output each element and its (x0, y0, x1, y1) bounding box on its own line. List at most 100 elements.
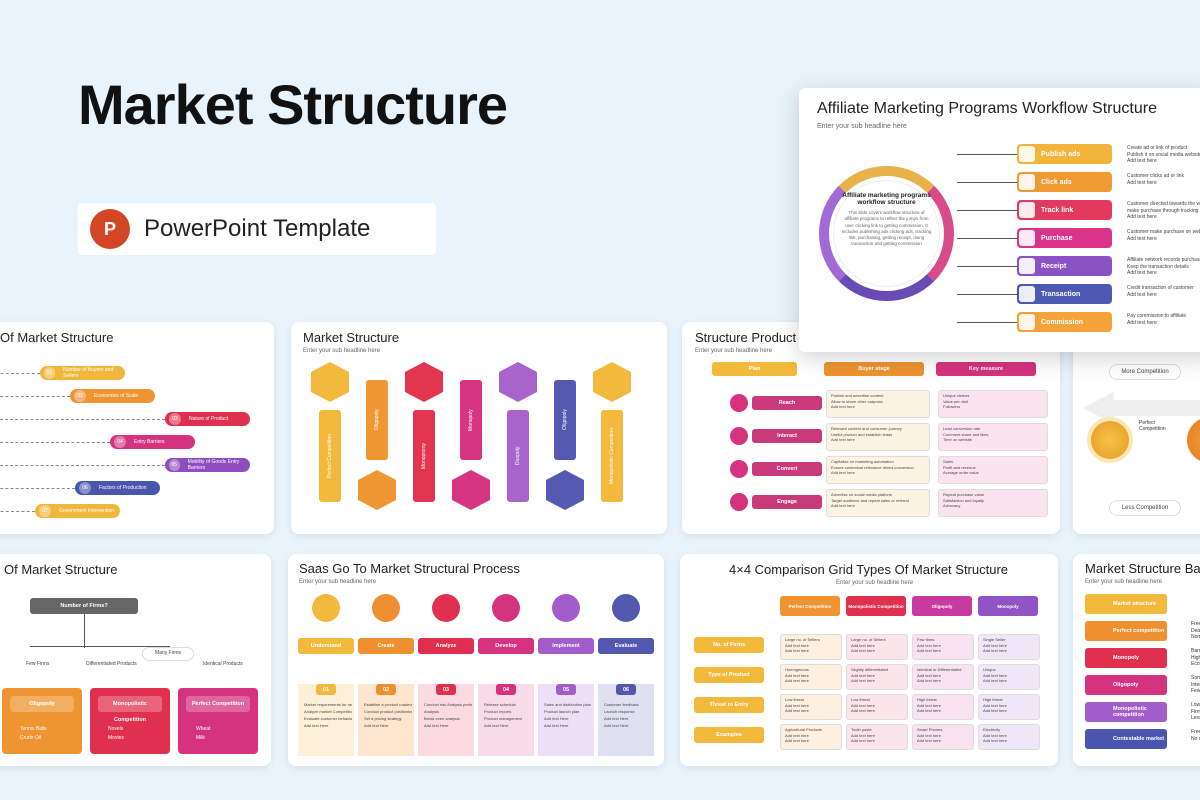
market-icon (452, 470, 490, 510)
step-item: Add text Here (544, 723, 569, 728)
structure-note: Interdepe (1191, 681, 1200, 688)
workflow-step[interactable]: Receipt (1017, 256, 1112, 276)
factor-number: 01 (44, 367, 56, 379)
step-item: Add text Here (424, 723, 449, 728)
connector-line (957, 266, 1017, 267)
cell-note: Add text here (917, 678, 941, 684)
slide-subtitle: Enter your sub headline here (1085, 579, 1163, 585)
structure-note: Economie (1191, 661, 1200, 667)
cell-note: Add text here (785, 678, 809, 684)
measure-item: Comment share and likes (943, 431, 989, 437)
measure-item: Value per visit (943, 398, 968, 404)
workflow-step-label: Transaction (1041, 290, 1081, 298)
step-note: Add text here (1127, 214, 1157, 220)
cell-note: Add text here (917, 738, 941, 744)
step-item: Add text Here (364, 723, 389, 728)
step-item: Break even analysis (424, 716, 460, 721)
cell-note: Add text here (917, 648, 941, 654)
slide-thumb-3[interactable]: Structure Product Enter your sub headlin… (682, 322, 1060, 534)
step-label: Analyze (418, 638, 474, 654)
dotted-connector (0, 465, 165, 466)
slide-subtitle: Enter your sub headline here (695, 348, 773, 354)
market-bar: Oligopoly (554, 380, 576, 460)
dotted-connector (0, 442, 110, 443)
cell-note: Add text here (851, 678, 875, 684)
cell-note: Add text here (851, 648, 875, 654)
root-node: Number of Firms? (30, 598, 138, 614)
workflow-step[interactable]: Publish ads (1017, 144, 1112, 164)
slide-title: Saas Go To Market Structural Process (299, 561, 520, 576)
market-bar: Oligopoly (366, 380, 388, 460)
slide-subtitle: Enter your sub headline here (299, 579, 377, 585)
step-note: make purchase through tracking link (1127, 207, 1200, 214)
stage-icon (730, 493, 748, 511)
grid-column-header: Oligopoly (912, 596, 972, 616)
workflow-step[interactable]: Click ads (1017, 172, 1112, 192)
stage-arrow: Engage (752, 495, 822, 509)
cell-note: Add text here (983, 702, 1007, 708)
cell-note: Add text here (917, 708, 941, 714)
identical-label: Identical Products (203, 661, 243, 667)
workflow-step[interactable]: Commission (1017, 312, 1112, 332)
factor-label: Number of Buyers and Sellers (63, 367, 114, 379)
market-icon (499, 362, 537, 402)
step-note: Keep the transaction details (1127, 263, 1189, 270)
slide-title: Market Structure Ba (1085, 561, 1200, 576)
stage-item: Publish and advertise content (831, 393, 884, 398)
market-icon (546, 470, 584, 510)
column-header: Key measure (936, 362, 1036, 376)
stage-item: Add text here (831, 503, 855, 509)
market-icon (311, 362, 349, 402)
cell-note: Add text here (851, 672, 875, 678)
workflow-step[interactable]: Track link (1017, 200, 1112, 220)
workflow-step[interactable]: Transaction (1017, 284, 1112, 304)
step-item: Analysis (424, 709, 439, 714)
structure-row: Monopoly (1085, 648, 1167, 668)
factor-label: Economies of Scale (94, 393, 139, 399)
step-item: Product reports (484, 709, 512, 714)
perfect-competition-label: Perfect Competition (1139, 420, 1166, 432)
factor-number: 03 (169, 413, 181, 425)
step-item: Product launch plan (544, 709, 580, 714)
cell-value: Smart Phones (917, 727, 943, 732)
measure-item: Repeat purchase value (943, 492, 985, 497)
cell-note: Add text here (785, 732, 809, 738)
market-icon (405, 362, 443, 402)
cell-value: High threat (917, 697, 937, 702)
slide-thumb-2[interactable]: Market Structure Enter your sub headline… (291, 322, 667, 534)
featured-slide[interactable]: Affiliate Marketing Programs Workflow St… (799, 88, 1200, 352)
step-icon (1019, 174, 1035, 190)
factor-number: 02 (74, 390, 86, 402)
step-item: Add text Here (604, 723, 629, 728)
slide-thumb-5[interactable]: Of Market Structure Number of Firms? Man… (0, 554, 271, 766)
slide-thumb-7[interactable]: 4×4 Comparison Grid Types Of Market Stru… (680, 554, 1058, 766)
slide-thumb-6[interactable]: Saas Go To Market Structural Process Ent… (288, 554, 664, 766)
slide-title: Structure Product (695, 330, 797, 345)
workflow-step-notes: Customer directed towards the websitemak… (1127, 201, 1200, 221)
measure-item: Time on website (943, 437, 972, 443)
step-item: Add text Here (484, 723, 509, 728)
workflow-step-label: Click ads (1041, 178, 1072, 186)
stage-item: Useful product and establish leads (831, 431, 893, 437)
cell-value: Few firms (917, 637, 935, 642)
workflow-step[interactable]: Purchase (1017, 228, 1112, 248)
measure-item: Advocacy (943, 503, 961, 509)
step-note: Customer make purchase on website (1127, 229, 1200, 235)
slide-thumb-8[interactable]: Market Structure Ba Enter your sub headl… (1073, 554, 1200, 766)
slide-thumb-4[interactable]: More Competition Perfect Competition Les… (1073, 322, 1200, 534)
step-item: Conduct product positioning (364, 709, 412, 714)
step-item: Add text Here (304, 723, 329, 728)
